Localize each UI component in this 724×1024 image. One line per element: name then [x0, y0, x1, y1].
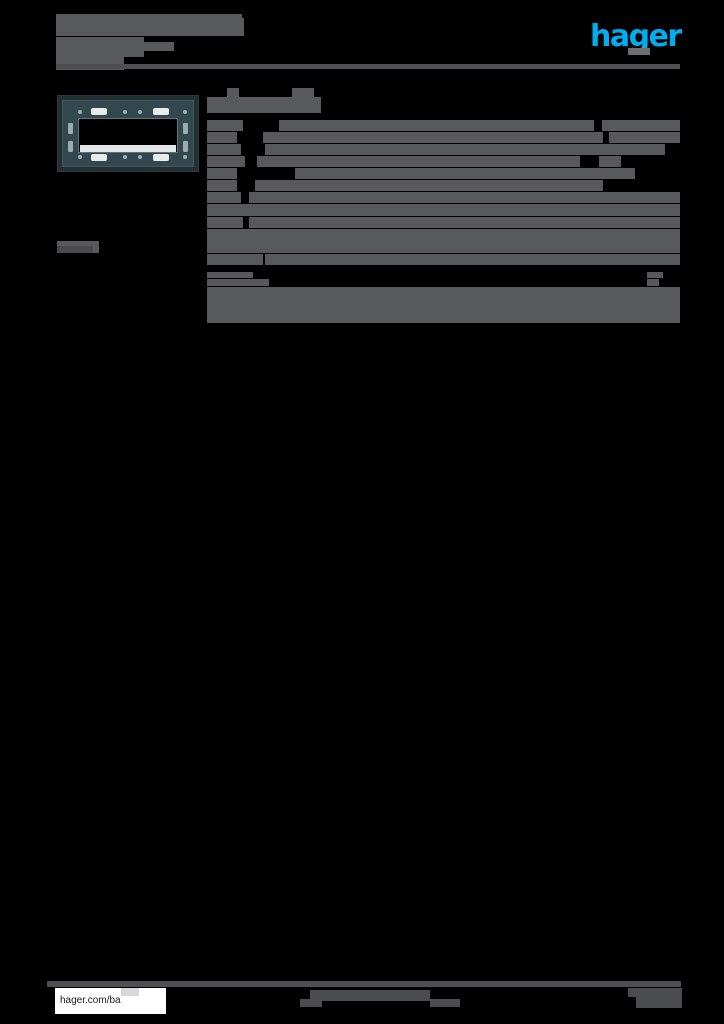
footer-center-redaction-3: [430, 999, 460, 1007]
product-side-notch: [68, 123, 73, 134]
spec-footnote-value-redaction: [647, 279, 659, 286]
spec-summary-block-redaction: [207, 287, 680, 323]
spec-row-label-redaction: [207, 144, 241, 155]
product-screw-dot: [183, 155, 187, 159]
product-claw-bottom-left: [91, 154, 107, 161]
footer-divider: [47, 981, 681, 987]
spec-row-value-redaction: [265, 144, 665, 155]
product-frame-outer: [62, 100, 194, 167]
hager-logo: hager: [590, 19, 682, 55]
hager-wordmark: hager: [590, 19, 682, 54]
header-subtitle-redaction: [56, 37, 144, 57]
spec-row-label-redaction: [207, 204, 680, 216]
product-side-notch: [183, 141, 188, 152]
product-screw-dot: [78, 155, 82, 159]
product-screw-dot: [138, 155, 142, 159]
spec-row-unit-redaction: [602, 120, 680, 131]
page-header: [56, 14, 680, 70]
footer-url-smudge: [121, 988, 139, 996]
spec-row-value-redaction: [265, 254, 680, 265]
footer-url-box[interactable]: hager.com/ba: [55, 988, 166, 1014]
spec-row-value-redaction: [257, 156, 580, 167]
header-title-ascender: [126, 18, 244, 36]
spec-row-value-redaction: [249, 192, 680, 203]
spec-row-label-redaction: [207, 180, 237, 191]
spec-row-label-redaction: [207, 229, 680, 253]
spec-row-value-redaction: [255, 180, 603, 191]
specification-title: [207, 88, 680, 114]
product-photo: [57, 95, 199, 172]
spec-row-value-redaction: [295, 168, 635, 179]
product-side-notch: [68, 141, 73, 152]
spec-row-unit-redaction: [599, 156, 621, 167]
spec-footnote-label-redaction: [207, 272, 253, 278]
product-caption-redaction-2: [57, 246, 93, 253]
spec-row-label-redaction: [207, 192, 241, 203]
product-screw-dot: [123, 155, 127, 159]
product-screw-dot: [138, 110, 142, 114]
spec-footnote-value-redaction: [647, 272, 663, 278]
product-screw-dot: [183, 110, 187, 114]
product-frame-base: [80, 145, 176, 152]
header-divider: [56, 64, 680, 69]
logo-shadow-redaction: [628, 48, 650, 55]
footer-right-redaction-2: [636, 997, 682, 1008]
spec-footnote-label-redaction: [207, 279, 269, 286]
spec-row-value-redaction: [279, 120, 594, 131]
footer-url-text: hager.com/ba: [60, 995, 121, 1006]
product-side-notch: [183, 123, 188, 134]
spec-row-label-redaction: [207, 217, 243, 228]
product-screw-dot: [123, 110, 127, 114]
product-claw-bottom-right: [153, 154, 169, 161]
product-claw-top-left: [91, 108, 107, 115]
spec-row-label-redaction: [207, 168, 237, 179]
product-claw-top-right: [153, 108, 169, 115]
spec-row-label-redaction: [207, 156, 245, 167]
spec-row-label-redaction: [207, 132, 237, 143]
header-subtitle-tail: [144, 42, 174, 51]
spec-row-value-redaction: [263, 132, 603, 143]
spec-title-redaction: [207, 97, 321, 113]
footer-center-redaction: [310, 990, 430, 1001]
specification-table: [207, 120, 680, 325]
specification-section: [207, 88, 680, 325]
spec-row-label-redaction: [207, 120, 243, 131]
footer-center-redaction-2: [300, 999, 322, 1007]
spec-row-label-redaction: [207, 254, 263, 265]
footer-right-redaction: [628, 988, 682, 997]
spec-row-value-redaction: [249, 217, 680, 228]
product-screw-dot: [78, 110, 82, 114]
spec-row-unit-redaction: [609, 132, 680, 143]
